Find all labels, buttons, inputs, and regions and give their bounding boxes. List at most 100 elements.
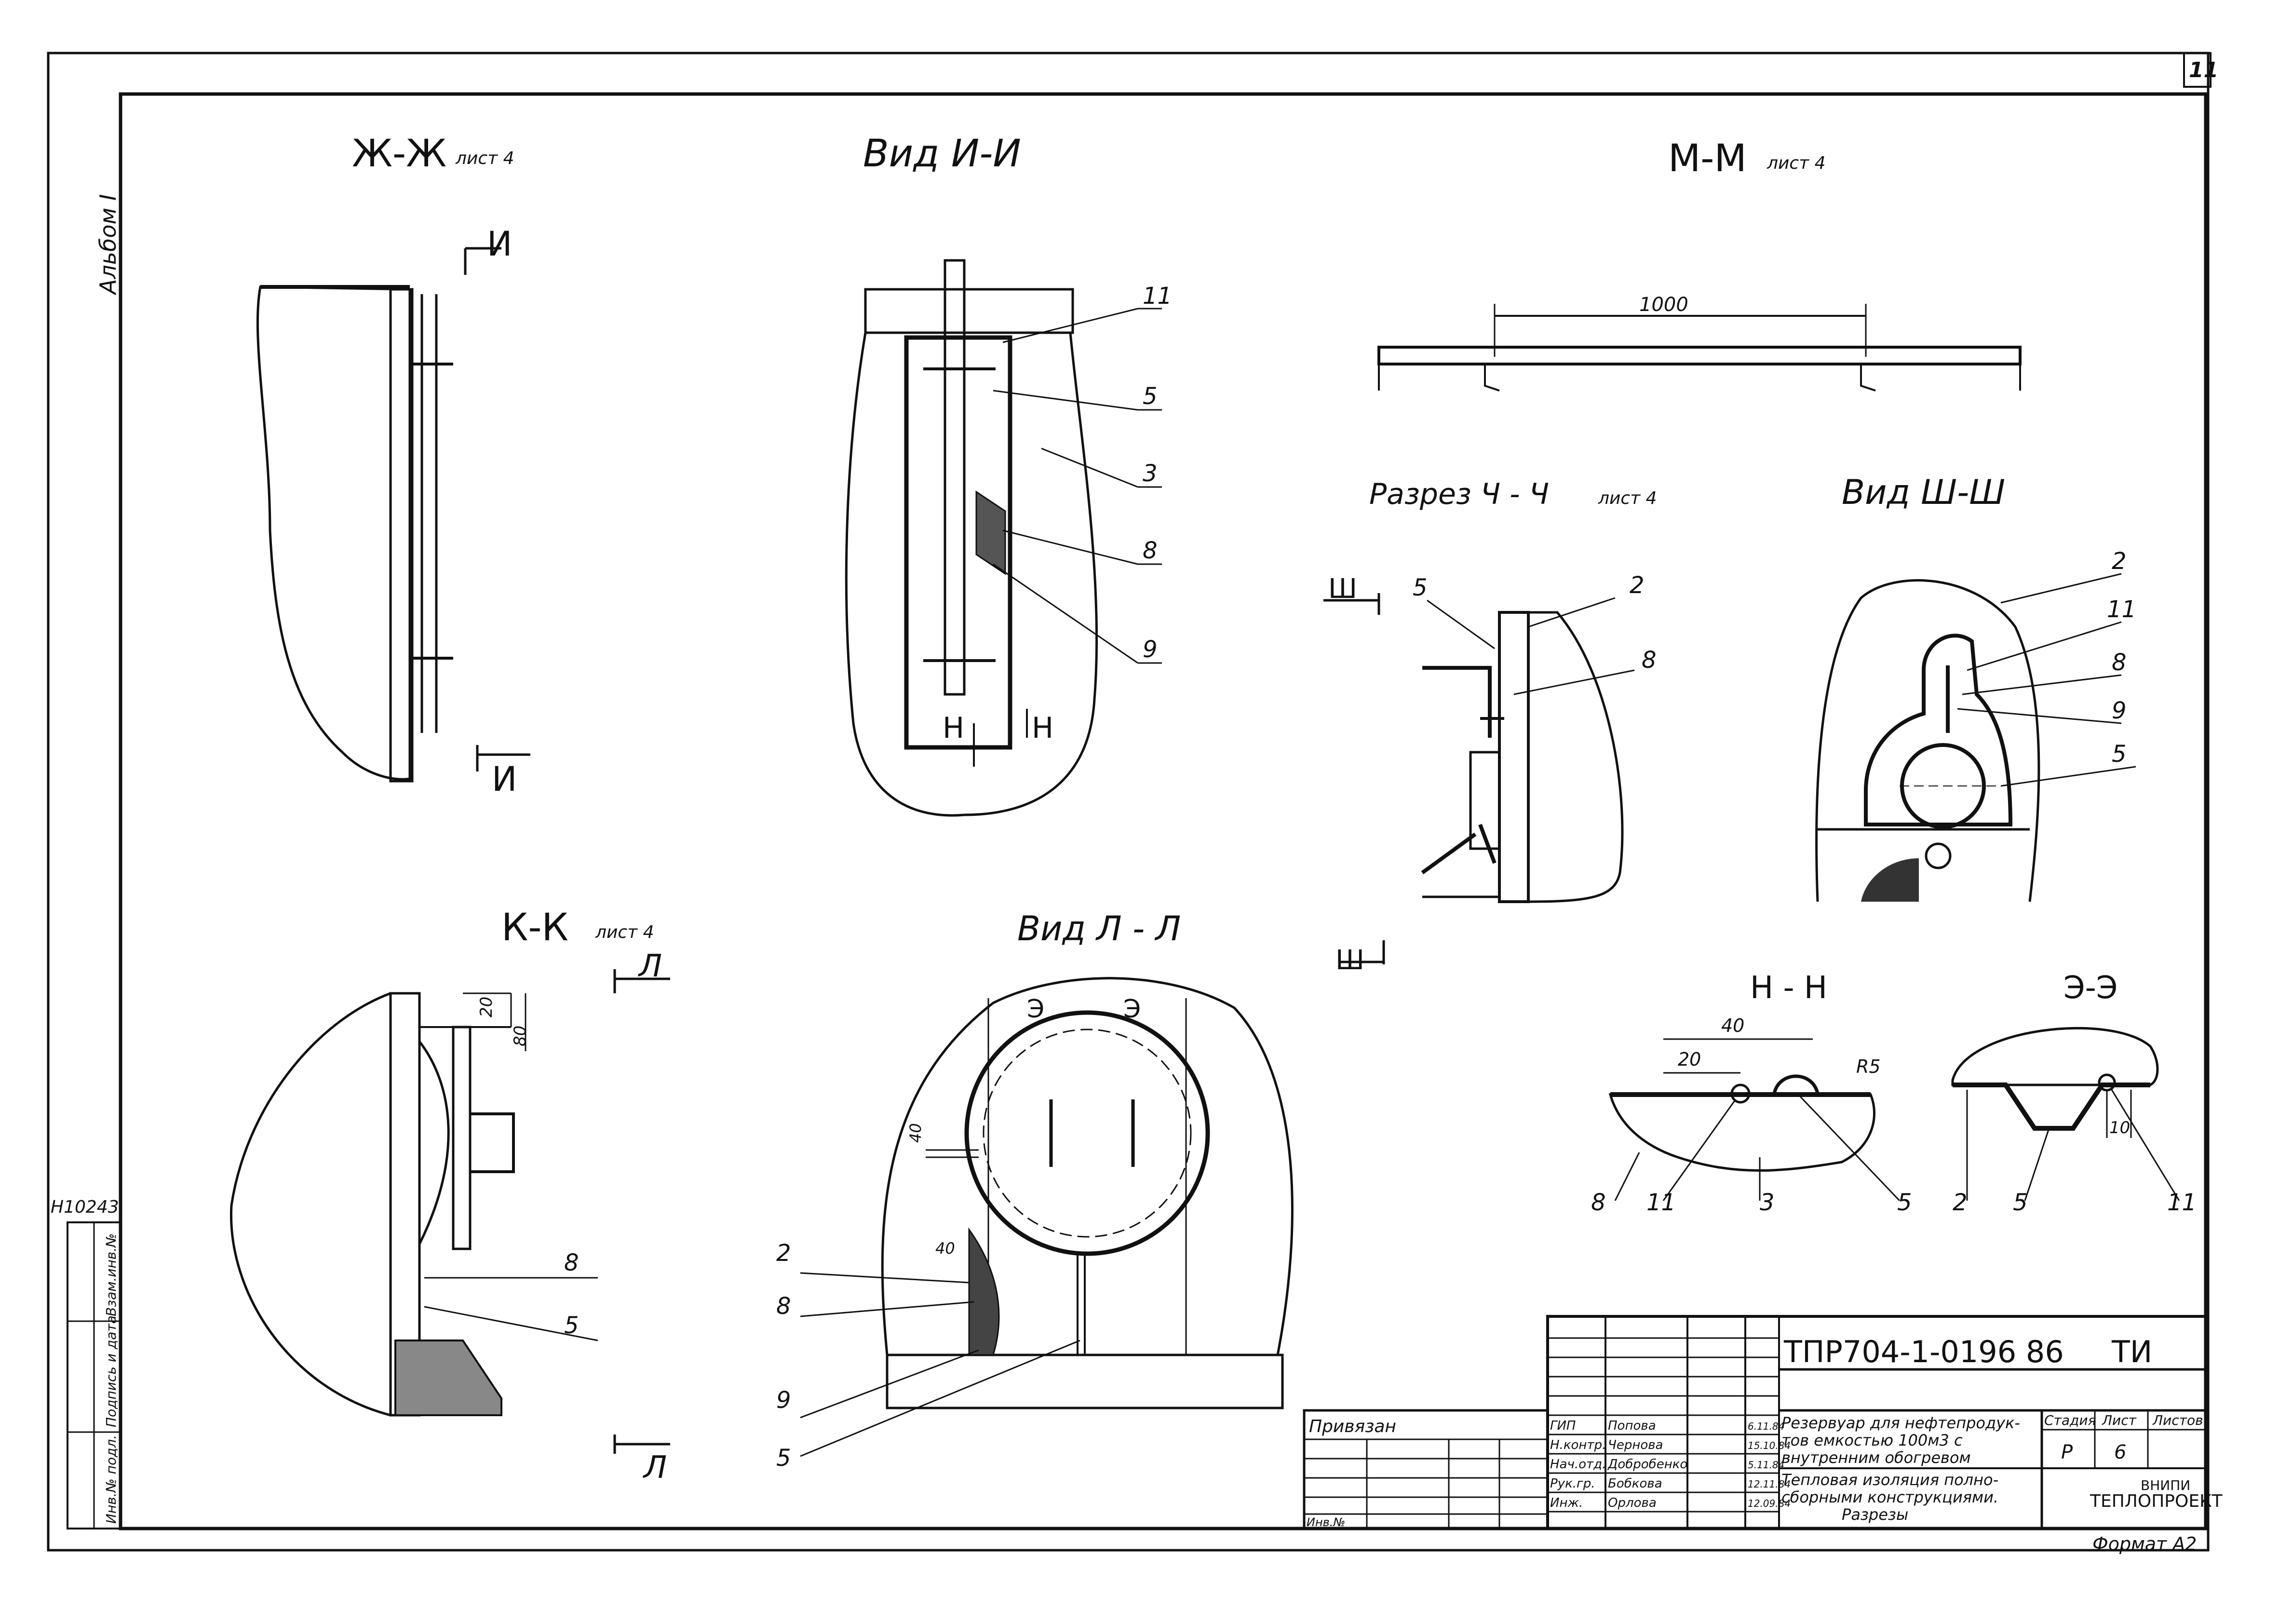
view-k: К-К лист 4 Л 20 80 8 5 Л <box>229 906 670 1486</box>
bound-label: Привязан <box>1309 1417 1396 1436</box>
callout-vid-i-9: 9 <box>1143 636 1158 663</box>
view-ch-ref: лист 4 <box>1598 488 1657 508</box>
callout-sh-2: 2 <box>2112 548 2127 575</box>
signer-role: Рук.гр. <box>1550 1476 1595 1491</box>
view-vid-l-dim: 40 <box>906 1123 925 1143</box>
view-ch-cut-top: Ш <box>1328 573 1357 605</box>
view-n-radius: R5 <box>1856 1056 1881 1077</box>
view-n-dim-b: 20 <box>1678 1049 1701 1070</box>
callout-ch-8: 8 <box>1642 647 1657 674</box>
view-vid-l-title: Вид Л - Л <box>1017 909 1181 948</box>
inner-frame <box>119 92 2208 1530</box>
view-k-title: К-К <box>501 906 568 949</box>
signer-name: Орлова <box>1608 1496 1657 1510</box>
callout-n-5: 5 <box>1897 1189 1912 1216</box>
callout-ch-5: 5 <box>1413 574 1428 601</box>
callout-sh-8: 8 <box>2112 649 2127 676</box>
view-ch: Разрез Ч - Ч лист 4 Ш Ш 5 2 8 <box>1323 477 1657 976</box>
view-vid-i: Вид И-И Н Н 11 5 3 8 9 <box>845 132 1172 817</box>
callout-vid-l-5: 5 <box>776 1445 791 1472</box>
callout-vid-i-3: 3 <box>1143 460 1158 487</box>
view-e: Э-Э 10 2 5 11 <box>1951 970 2197 1216</box>
view-zh-ref: лист 4 <box>455 149 514 168</box>
view-e-title: Э-Э <box>2063 970 2117 1006</box>
view-vid-i-n: Н <box>943 711 964 745</box>
list-value: 6 <box>2114 1441 2126 1463</box>
callout-n-3: 3 <box>1760 1189 1775 1216</box>
callout-vid-i-11: 11 <box>1143 283 1172 310</box>
signers: ГИП Попова 6.11.84 Н.контр. Чернова 15.1… <box>1548 1419 1791 1513</box>
view-k-cut-bottom: Л <box>643 1450 667 1486</box>
stamp-col1: Инв.№ подл. <box>103 1435 119 1524</box>
callout-ch-2: 2 <box>1630 572 1645 599</box>
callout-e-5: 5 <box>2013 1189 2028 1216</box>
callout-vid-i-5: 5 <box>1143 383 1158 410</box>
signer-date: 5.11.84 <box>1748 1459 1784 1471</box>
callout-sh-9: 9 <box>2112 697 2127 724</box>
view-k-ref: лист 4 <box>595 922 654 942</box>
sheet-name-line3: Разрезы <box>1842 1505 1908 1524</box>
org-line1: ВНИПИ <box>2141 1477 2190 1493</box>
view-sh: Вид Ш-Ш 2 11 8 9 5 <box>1815 473 2136 902</box>
album-label: Альбом I <box>95 194 121 296</box>
view-ch-cut-bottom: Ш <box>1335 945 1364 976</box>
callout-sh-5: 5 <box>2112 741 2127 768</box>
view-m-dim: 1000 <box>1639 294 1688 316</box>
org-line2: ТЕПЛОПРОЕКТ <box>2090 1491 2223 1511</box>
view-zh-title: Ж-Ж <box>352 132 446 176</box>
callout-e-11: 11 <box>2167 1189 2197 1216</box>
signer-role: Инж. <box>1550 1496 1583 1510</box>
signer-name: Добробенко <box>1607 1457 1687 1472</box>
view-k-cut-top: Л <box>638 948 662 984</box>
sheet-name-line1: Тепловая изоляция полно- <box>1781 1471 1998 1489</box>
doc-name-line1: Резервуар для нефтепродук- <box>1781 1414 2020 1432</box>
signer-name: Бобкова <box>1608 1476 1662 1491</box>
sheet-number: 11 <box>2189 58 2218 82</box>
stage-value: Р <box>2061 1441 2073 1463</box>
view-ch-title: Разрез Ч - Ч <box>1369 477 1549 511</box>
view-k-dim-b: 80 <box>511 1026 530 1046</box>
view-vid-i-n2: Н <box>1032 711 1053 745</box>
view-m: М-М лист 4 1000 <box>1377 137 2022 392</box>
view-sh-title: Вид Ш-Ш <box>1842 473 2005 512</box>
callout-vid-l-9: 9 <box>776 1387 791 1414</box>
signer-name: Попова <box>1608 1419 1656 1433</box>
callout-vid-i-8: 8 <box>1143 537 1158 564</box>
view-zh-cut-bottom: И <box>492 759 517 799</box>
callout-k-5: 5 <box>564 1312 579 1339</box>
view-m-ref: лист 4 <box>1767 153 1826 173</box>
callout-n-8: 8 <box>1591 1189 1606 1216</box>
callout-n-11: 11 <box>1646 1189 1676 1216</box>
doc-mark: ТИ <box>2111 1334 2152 1369</box>
callout-vid-l-2: 2 <box>776 1240 791 1267</box>
callout-vid-l-8: 8 <box>776 1293 791 1320</box>
view-e-dim: 10 <box>2109 1118 2130 1137</box>
view-zh-cut-top: И <box>487 224 512 264</box>
stamp-col3: Взам.инв.№ <box>103 1233 119 1316</box>
stamp-col2: Подпись и дата <box>103 1315 119 1427</box>
callout-e-2: 2 <box>1953 1189 1968 1216</box>
format-label: Формат А2 <box>2092 1533 2197 1555</box>
doc-name-line3: внутренним обогревом <box>1781 1448 1971 1467</box>
list-header: Лист <box>2102 1412 2137 1428</box>
view-m-title: М-М <box>1668 137 1747 180</box>
signer-date: 12.11.84 <box>1748 1478 1791 1490</box>
inv-no-label: Инв.№ <box>1307 1516 1345 1529</box>
outer-frame <box>47 52 2210 1552</box>
view-vid-l-cut-left: Э <box>1027 995 1044 1024</box>
doc-name-line2: тов емкостью 100м3 с <box>1781 1431 1963 1449</box>
signer-name: Чернова <box>1608 1438 1663 1452</box>
view-vid-l-dim2: 40 <box>935 1239 955 1258</box>
sheet-number-box <box>2183 52 2212 88</box>
doc-code: ТПР704-1-0196 86 <box>1783 1334 2064 1369</box>
view-vid-i-title: Вид И-И <box>863 132 1021 176</box>
callout-k-8: 8 <box>564 1249 579 1276</box>
sheet-name-line2: сборными конструкциями. <box>1781 1488 1998 1506</box>
callout-sh-11: 11 <box>2107 596 2136 623</box>
signer-role: Н.контр. <box>1550 1438 1606 1452</box>
signer-date: 6.11.84 <box>1748 1421 1784 1432</box>
view-n-title: Н - Н <box>1750 970 1827 1006</box>
view-zh: Ж-Ж лист 4 И И <box>256 132 530 799</box>
stage-header: Стадия <box>2044 1412 2096 1428</box>
